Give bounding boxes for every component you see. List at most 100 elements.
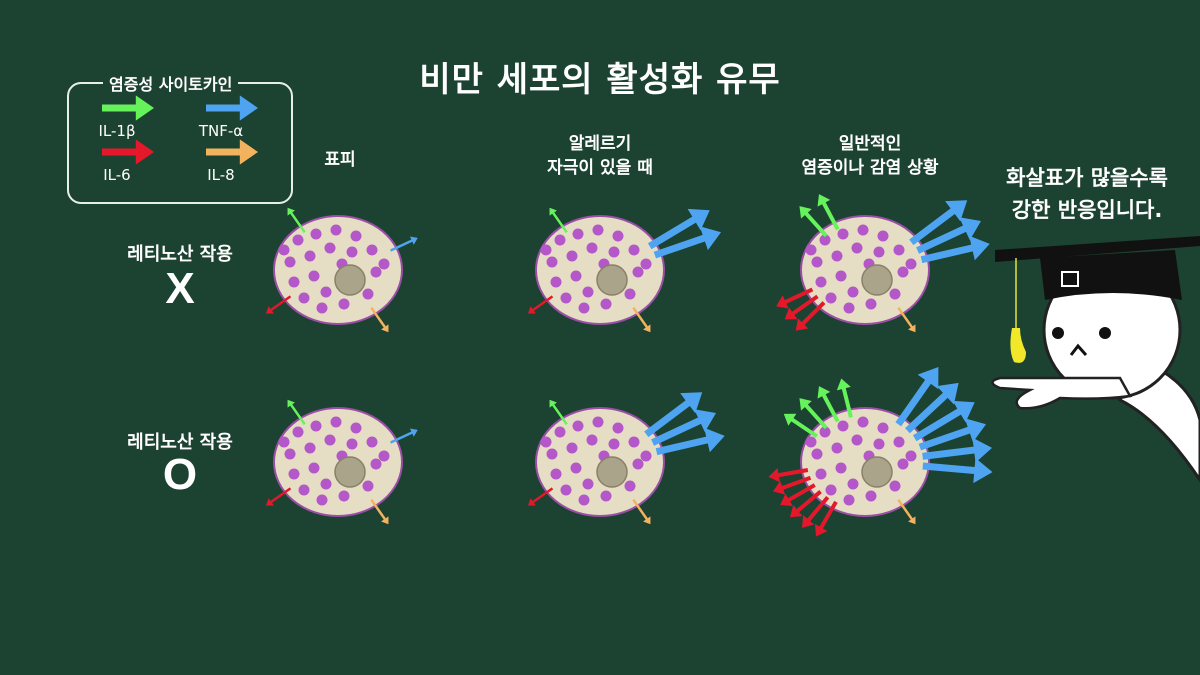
- character-mouth: [1069, 343, 1088, 356]
- granule: [378, 450, 390, 462]
- granule: [554, 234, 566, 246]
- granule: [865, 298, 877, 310]
- granule: [378, 258, 390, 270]
- granule: [570, 270, 582, 282]
- granule: [640, 450, 652, 462]
- legend-arrow-il1b: [102, 95, 154, 121]
- cytokine-arrow-tnf: [912, 400, 975, 442]
- granule: [288, 276, 300, 288]
- granule: [366, 436, 378, 448]
- cytokine-arrow-il6: [789, 490, 822, 518]
- cytokine-arrow-il8: [370, 306, 389, 333]
- granule: [546, 256, 558, 268]
- note-line: 화살표가 많을수록: [1006, 166, 1168, 190]
- granule: [843, 302, 855, 314]
- cytokine-arrow-tnf: [644, 392, 703, 438]
- column-header-line: 알레르기: [568, 134, 632, 154]
- cytokine-arrow-tnf: [909, 200, 968, 246]
- granule: [851, 434, 863, 446]
- granule: [346, 438, 358, 450]
- cytokine-arrow-tnf: [905, 382, 959, 434]
- cytokine-arrow-tnf: [655, 427, 725, 456]
- granule: [600, 490, 612, 502]
- cytokine-arrow-tnf: [390, 236, 418, 252]
- granule: [586, 434, 598, 446]
- cytokine-arrow-tnf: [922, 457, 993, 484]
- granule: [592, 224, 604, 236]
- column-header-line: 표피: [324, 150, 356, 170]
- granule: [612, 230, 624, 242]
- cytokine-arrow-il6: [527, 295, 554, 314]
- cap-board: [995, 236, 1200, 262]
- granule: [825, 292, 837, 304]
- cytokine-arrow-il1b: [817, 386, 840, 423]
- granule: [831, 250, 843, 262]
- granule: [298, 484, 310, 496]
- legend-label-il8: IL-8: [207, 166, 235, 184]
- granule: [316, 494, 328, 506]
- granule: [330, 224, 342, 236]
- column-header-epidermis: 표피: [300, 148, 380, 172]
- granule: [570, 462, 582, 474]
- cytokine-arrow-tnf: [922, 437, 993, 463]
- granule: [338, 490, 350, 502]
- granule: [847, 478, 859, 490]
- legend-arrow-il8: [206, 139, 258, 165]
- granule: [560, 484, 572, 496]
- nucleus: [334, 264, 366, 296]
- legend-title: 염증성 사이토카인: [103, 71, 239, 95]
- granule: [632, 266, 644, 278]
- granule: [819, 234, 831, 246]
- granule: [550, 468, 562, 480]
- granule: [370, 266, 382, 278]
- granule: [851, 242, 863, 254]
- row-mark-x: X: [165, 264, 195, 313]
- cytokine-arrow-tnf: [916, 217, 982, 254]
- cytokine-arrow-il6: [265, 487, 292, 506]
- cytokine-arrow-il1b: [549, 207, 568, 234]
- granule: [600, 298, 612, 310]
- legend-label-il1b: IL-1β: [98, 122, 136, 140]
- mast-cell-1-0: [273, 407, 403, 517]
- granule: [877, 422, 889, 434]
- cap-logo-icon: [1061, 271, 1079, 287]
- granule: [893, 244, 905, 256]
- nucleus: [596, 264, 628, 296]
- cytokine-arrow-tnf: [653, 226, 722, 259]
- granule: [338, 298, 350, 310]
- granule: [811, 448, 823, 460]
- granule: [805, 436, 817, 448]
- cytokine-arrow-tnf: [895, 366, 939, 427]
- cytokine-arrow-il6: [784, 294, 819, 320]
- cytokine-arrow-il1b: [783, 413, 819, 438]
- column-header-line: 염증이나 감염 상황: [801, 158, 939, 178]
- legend-box: 염증성 사이토카인 IL-1β TNF-α IL-6 IL-8: [67, 71, 293, 204]
- granule: [628, 436, 640, 448]
- cytokine-arrow-il6: [772, 475, 812, 495]
- granule: [292, 234, 304, 246]
- cytokine-arrow-tnf: [920, 235, 990, 264]
- granule: [330, 416, 342, 428]
- legend-label-tnf: TNF-α: [198, 122, 244, 140]
- granule: [843, 494, 855, 506]
- granule: [550, 276, 562, 288]
- pointing-hand: [991, 376, 1132, 410]
- granule: [310, 420, 322, 432]
- granule: [288, 468, 300, 480]
- granule: [865, 490, 877, 502]
- legend-label-il6: IL-6: [103, 166, 131, 184]
- granule: [815, 276, 827, 288]
- granule: [897, 266, 909, 278]
- granule: [278, 244, 290, 256]
- cytokine-arrow-il6: [776, 287, 814, 309]
- mast-cell-1-1: [535, 407, 665, 517]
- granule: [640, 258, 652, 270]
- legend-arrow-tnf: [206, 95, 258, 121]
- mast-cell-0-2: [800, 215, 930, 325]
- granule: [857, 224, 869, 236]
- granule: [572, 420, 584, 432]
- granule: [592, 416, 604, 428]
- cytokine-arrow-il6: [527, 487, 554, 506]
- nucleus: [596, 456, 628, 488]
- granule: [893, 436, 905, 448]
